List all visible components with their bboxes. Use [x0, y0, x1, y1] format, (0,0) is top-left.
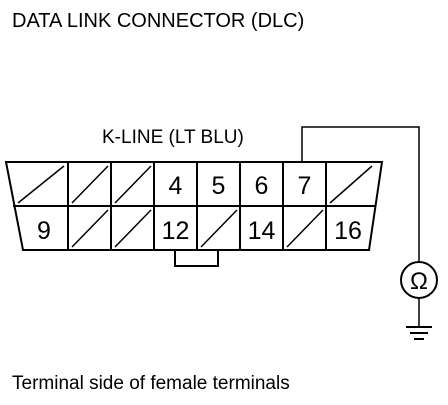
- pin-5-label: 5: [212, 172, 226, 200]
- unused-cavity-marks-bottom: [71, 209, 324, 248]
- pin-12-label: 12: [162, 217, 190, 245]
- bottom-row-pin-labels: 9 12 14 16: [37, 217, 362, 245]
- top-row-dividers: [67, 162, 327, 206]
- k-line-wire: [301, 126, 420, 262]
- diagram-caption: Terminal side of female terminals: [12, 373, 290, 394]
- connector-body: [4, 161, 384, 251]
- pin-16-label: 16: [334, 217, 362, 245]
- ground-icon: [406, 326, 432, 340]
- connector-key-tab: [174, 250, 219, 267]
- ohm-symbol: Ω: [410, 268, 428, 295]
- wire-label: K-LINE (LT BLU): [102, 127, 244, 148]
- diagram-title: DATA LINK CONNECTOR (DLC): [12, 10, 304, 32]
- bottom-row-dividers: [67, 206, 327, 250]
- top-row-pin-labels: 4 5 6 7: [169, 172, 312, 200]
- pin-7-label: 7: [298, 172, 312, 200]
- unused-cavity-marks-top: [17, 165, 373, 204]
- pin-6-label: 6: [255, 172, 269, 200]
- pin-14-label: 14: [248, 217, 276, 245]
- pin-9-label: 9: [37, 217, 51, 245]
- pin-4-label: 4: [169, 172, 183, 200]
- ohmmeter-icon: Ω: [400, 261, 438, 299]
